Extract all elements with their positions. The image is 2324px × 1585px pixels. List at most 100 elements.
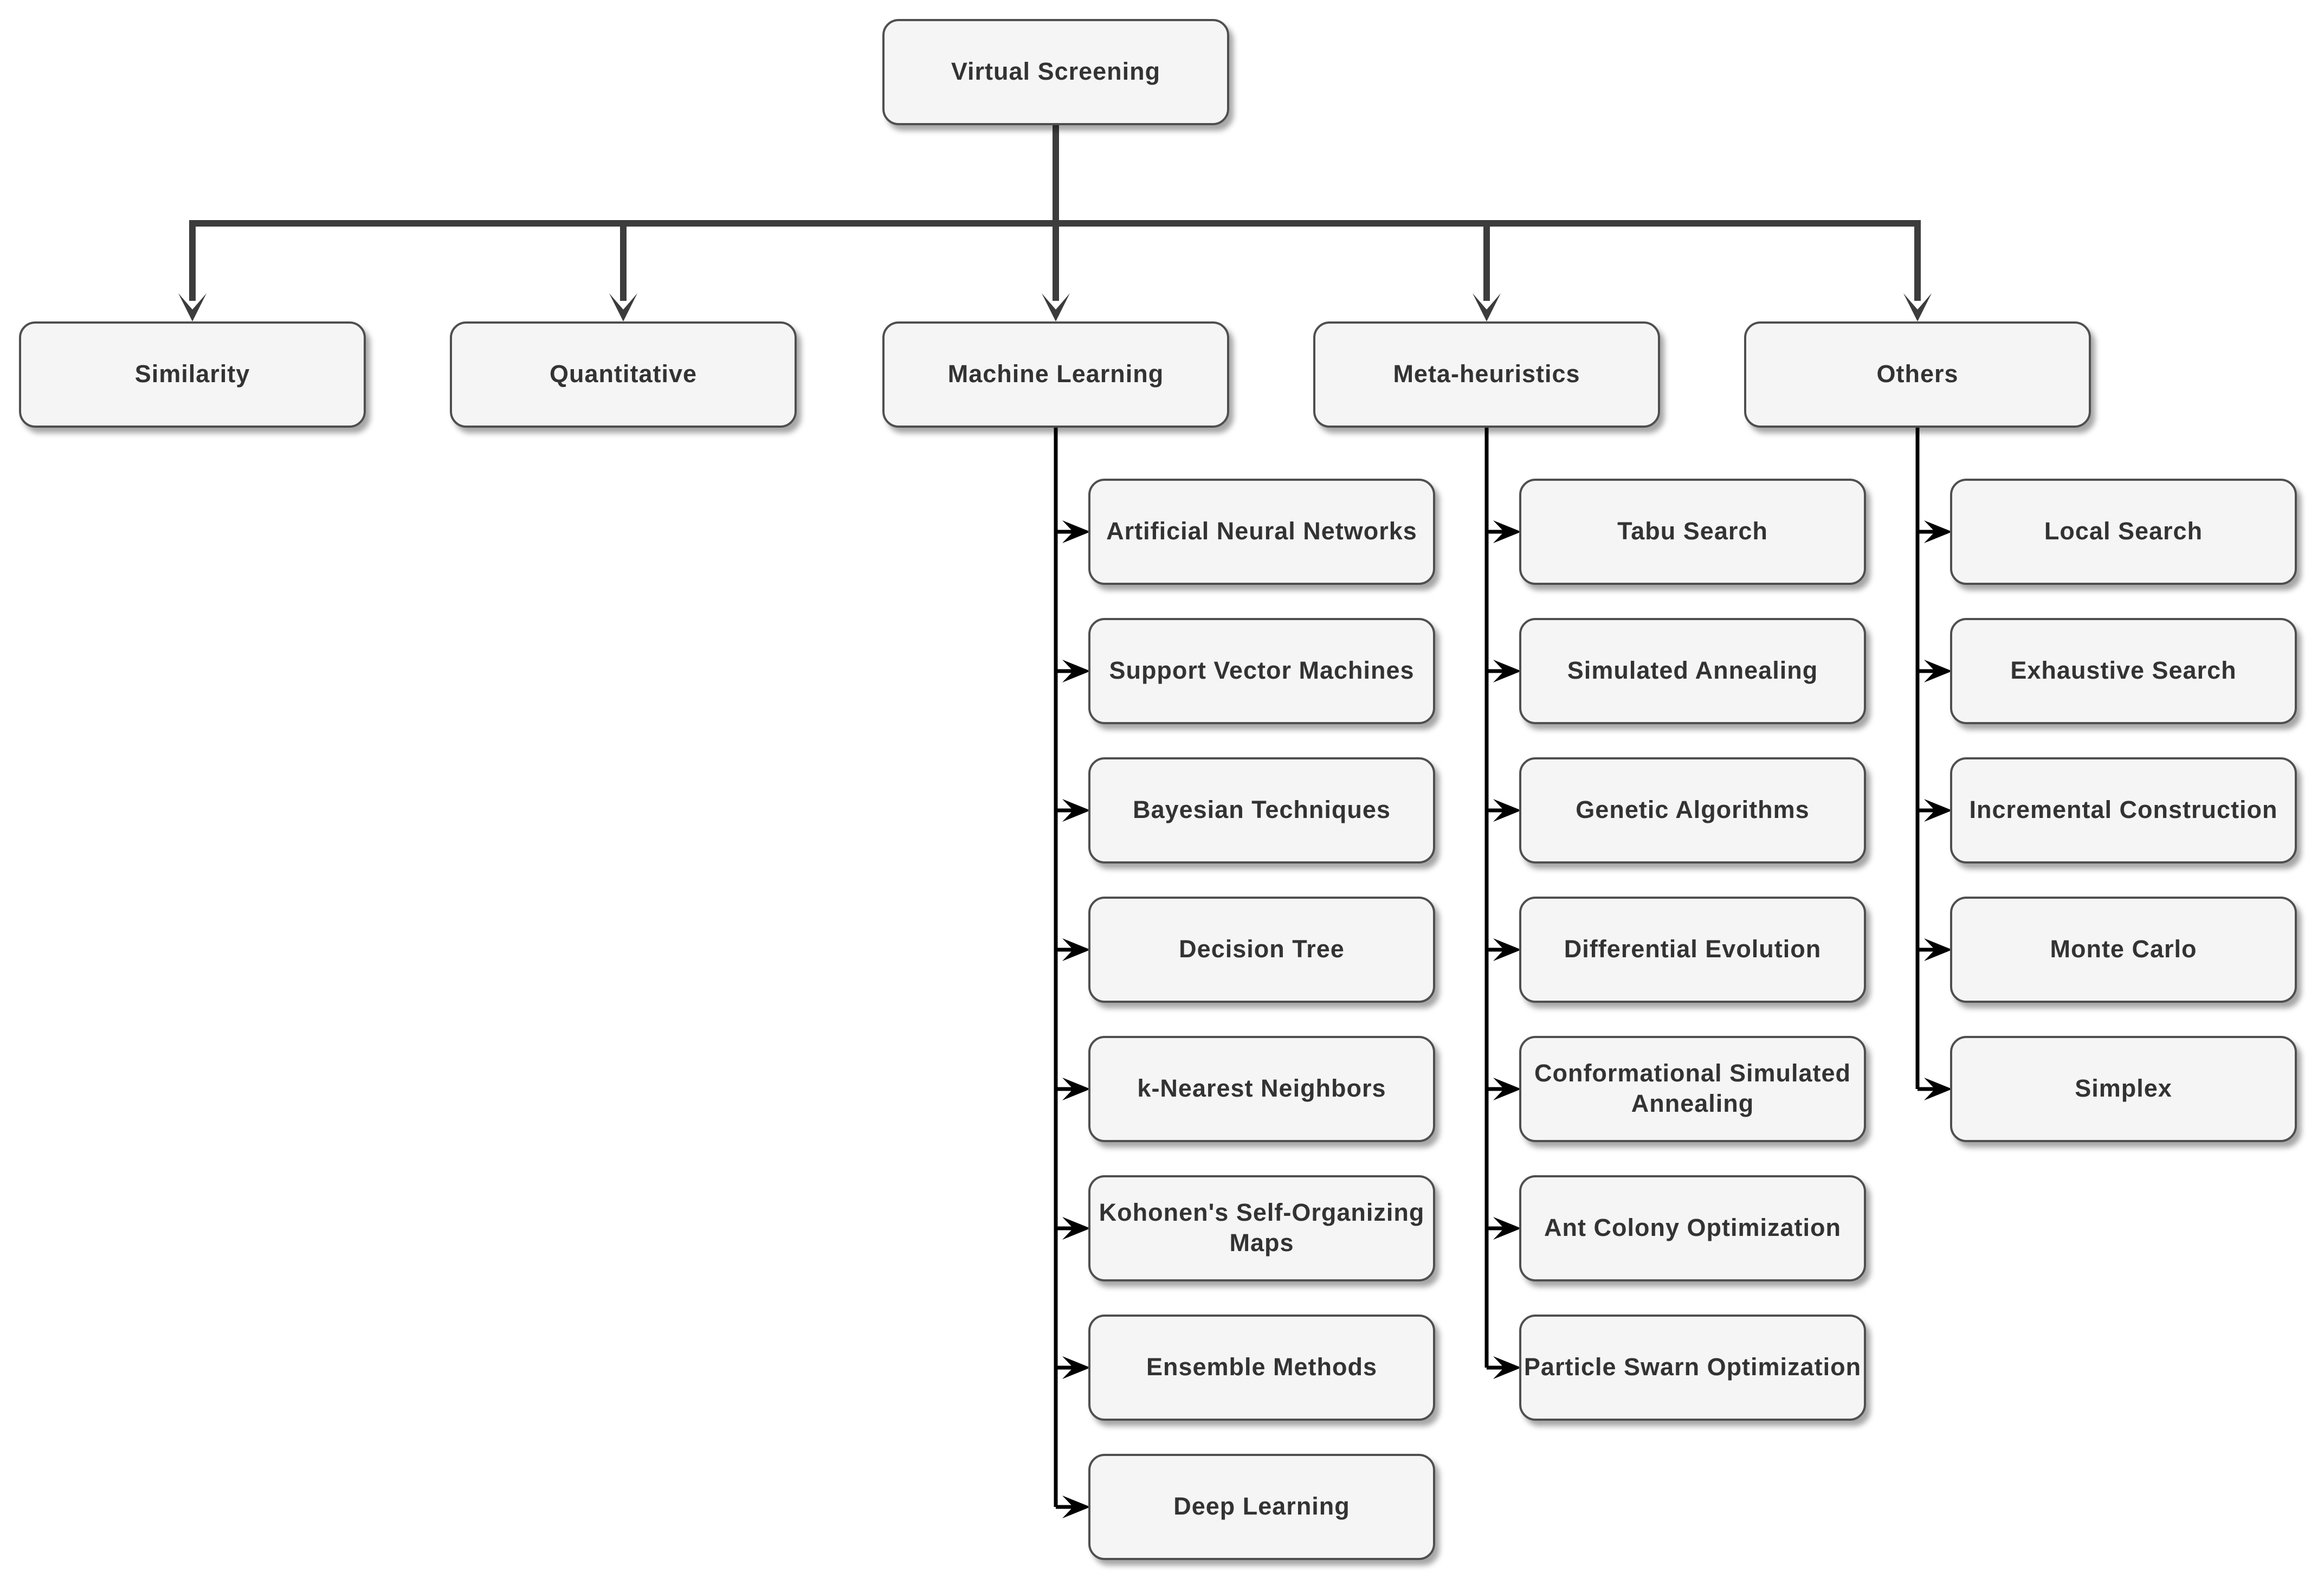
arrow-down-marker — [1903, 293, 1932, 321]
node-category-meta-heuristics-label: Meta-heuristics — [1393, 360, 1580, 388]
node-conformational-simulated-annealing-box — [1519, 1036, 1866, 1142]
node-category-machine-learning-label: Machine Learning — [948, 360, 1164, 388]
node-decision-tree-box — [1088, 897, 1435, 1003]
arrow-right-marker — [1493, 1356, 1521, 1379]
node-k-nearest-neighbors-box — [1088, 1036, 1435, 1142]
node-ant-colony-optimization-box — [1519, 1175, 1866, 1281]
node-tabu-search: Tabu Search — [1519, 479, 1866, 585]
node-deep-learning-label: Deep Learning — [1173, 1492, 1350, 1520]
node-ant-colony-optimization: Ant Colony Optimization — [1519, 1175, 1866, 1281]
arrow-right-marker — [1924, 938, 1952, 961]
node-exhaustive-search-box — [1950, 618, 2297, 724]
arrow-right-marker — [1493, 520, 1521, 543]
node-simplex-label: Simplex — [2075, 1074, 2172, 1102]
node-kohonen-s-self-organizing-maps-label: Maps — [1229, 1229, 1294, 1257]
node-local-search: Local Search — [1950, 479, 2297, 585]
node-k-nearest-neighbors-label: k-Nearest Neighbors — [1137, 1074, 1386, 1102]
node-incremental-construction-label: Incremental Construction — [1969, 796, 2277, 823]
node-category-others-box — [1744, 321, 2091, 428]
node-kohonen-s-self-organizing-maps-box — [1088, 1175, 1435, 1281]
node-bayesian-techniques-box — [1088, 757, 1435, 864]
arrow-down-marker — [1473, 293, 1501, 321]
arrow-right-marker — [1924, 799, 1952, 822]
node-category-similarity: Similarity — [19, 321, 366, 428]
node-simulated-annealing: Simulated Annealing — [1519, 618, 1866, 724]
node-root-virtual-screening: Virtual Screening — [882, 19, 1229, 125]
arrow-down-marker — [609, 293, 637, 321]
node-support-vector-machines: Support Vector Machines — [1088, 618, 1435, 724]
node-category-quantitative: Quantitative — [450, 321, 797, 428]
node-category-meta-heuristics-box — [1313, 321, 1660, 428]
node-differential-evolution-box — [1519, 897, 1866, 1003]
node-exhaustive-search-label: Exhaustive Search — [2010, 656, 2236, 684]
node-category-others-label: Others — [1876, 360, 1958, 388]
arrow-right-marker — [1493, 799, 1521, 822]
node-deep-learning: Deep Learning — [1088, 1454, 1435, 1560]
node-support-vector-machines-box — [1088, 618, 1435, 724]
node-bayesian-techniques: Bayesian Techniques — [1088, 757, 1435, 864]
node-local-search-box — [1950, 479, 2297, 585]
node-monte-carlo-label: Monte Carlo — [2050, 935, 2197, 963]
node-tabu-search-box — [1519, 479, 1866, 585]
node-support-vector-machines-label: Support Vector Machines — [1109, 656, 1414, 684]
arrow-right-marker — [1062, 938, 1090, 961]
node-category-others: Others — [1744, 321, 2091, 428]
node-simulated-annealing-label: Simulated Annealing — [1567, 656, 1818, 684]
node-genetic-algorithms-label: Genetic Algorithms — [1576, 796, 1809, 823]
arrow-right-marker — [1062, 520, 1090, 543]
node-deep-learning-box — [1088, 1454, 1435, 1560]
node-category-machine-learning-box — [882, 321, 1229, 428]
node-simulated-annealing-box — [1519, 618, 1866, 724]
arrow-right-marker — [1493, 1078, 1521, 1100]
node-bayesian-techniques-label: Bayesian Techniques — [1133, 796, 1391, 823]
arrow-right-marker — [1062, 1356, 1090, 1379]
arrow-right-marker — [1062, 1496, 1090, 1518]
node-tabu-search-label: Tabu Search — [1617, 517, 1768, 545]
node-particle-swarn-optimization-box — [1519, 1315, 1866, 1421]
node-decision-tree-label: Decision Tree — [1179, 935, 1345, 963]
node-kohonen-s-self-organizing-maps-label: Kohonen's Self-Organizing — [1099, 1199, 1425, 1226]
node-genetic-algorithms: Genetic Algorithms — [1519, 757, 1866, 864]
node-artificial-neural-networks-box — [1088, 479, 1435, 585]
node-exhaustive-search: Exhaustive Search — [1950, 618, 2297, 724]
node-category-meta-heuristics: Meta-heuristics — [1313, 321, 1660, 428]
node-monte-carlo: Monte Carlo — [1950, 897, 2297, 1003]
node-k-nearest-neighbors: k-Nearest Neighbors — [1088, 1036, 1435, 1142]
node-category-machine-learning: Machine Learning — [882, 321, 1229, 428]
arrow-right-marker — [1924, 520, 1952, 543]
node-simplex: Simplex — [1950, 1036, 2297, 1142]
node-category-quantitative-label: Quantitative — [550, 360, 697, 388]
arrow-right-marker — [1493, 938, 1521, 961]
node-category-similarity-box — [19, 321, 366, 428]
node-artificial-neural-networks-label: Artificial Neural Networks — [1106, 517, 1417, 545]
node-artificial-neural-networks: Artificial Neural Networks — [1088, 479, 1435, 585]
node-ensemble-methods-box — [1088, 1315, 1435, 1421]
arrow-down-marker — [1042, 293, 1070, 321]
node-category-quantitative-box — [450, 321, 797, 428]
arrow-right-marker — [1924, 660, 1952, 682]
node-differential-evolution: Differential Evolution — [1519, 897, 1866, 1003]
node-differential-evolution-label: Differential Evolution — [1564, 935, 1822, 963]
node-ensemble-methods-label: Ensemble Methods — [1146, 1353, 1377, 1381]
node-particle-swarn-optimization-label: Particle Swarn Optimization — [1524, 1353, 1861, 1381]
node-local-search-label: Local Search — [2044, 517, 2203, 545]
arrow-right-marker — [1924, 1078, 1952, 1100]
arrow-right-marker — [1062, 1217, 1090, 1240]
arrow-down-marker — [178, 293, 206, 321]
node-decision-tree: Decision Tree — [1088, 897, 1435, 1003]
node-incremental-construction-box — [1950, 757, 2297, 864]
node-particle-swarn-optimization: Particle Swarn Optimization — [1519, 1315, 1866, 1421]
node-genetic-algorithms-box — [1519, 757, 1866, 864]
connector-lines — [178, 124, 1952, 1518]
arrow-right-marker — [1062, 660, 1090, 682]
node-simplex-box — [1950, 1036, 2297, 1142]
node-root-virtual-screening-label: Virtual Screening — [951, 57, 1160, 85]
node-incremental-construction: Incremental Construction — [1950, 757, 2297, 864]
node-ant-colony-optimization-label: Ant Colony Optimization — [1544, 1214, 1841, 1241]
node-monte-carlo-box — [1950, 897, 2297, 1003]
arrow-right-marker — [1493, 660, 1521, 682]
